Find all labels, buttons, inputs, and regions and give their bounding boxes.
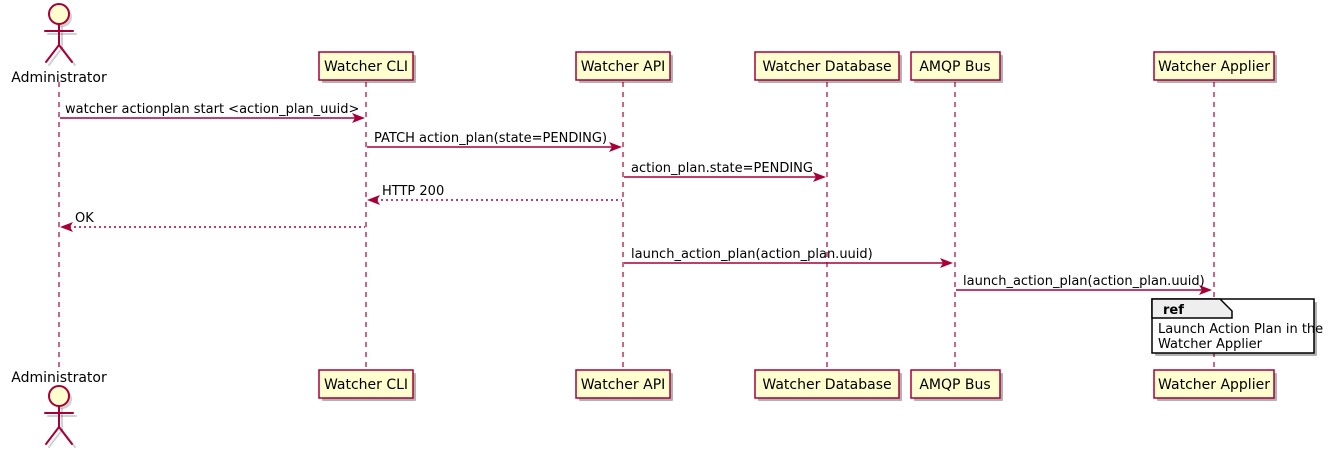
message-launch-action-plan-to-bus[interactable]: launch_action_plan(action_plan.uuid)	[624, 247, 953, 268]
message-action-plan-state-pending[interactable]: action_plan.state=PENDING	[624, 161, 826, 182]
participant-watcher-api-bottom[interactable]: Watcher API	[575, 369, 673, 401]
message-label-action-plan-state-pending: action_plan.state=PENDING	[631, 161, 813, 176]
participant-label-amqp-bus-top: AMQP Bus	[919, 59, 990, 75]
participant-label-watcher-applier-bottom: Watcher Applier	[1158, 377, 1270, 393]
participant-amqp-bus-top[interactable]: AMQP Bus	[910, 51, 1003, 83]
actor-label-administrator-bottom: Administrator	[11, 370, 107, 386]
participant-label-watcher-database-top: Watcher Database	[762, 59, 891, 75]
lifelines-group	[58, 82, 1215, 370]
message-label-http-200: HTTP 200	[382, 184, 444, 199]
participant-watcher-cli-bottom[interactable]: Watcher CLI	[318, 369, 416, 401]
message-label-watcher-actionplan-start: watcher actionplan start <action_plan_uu…	[65, 102, 359, 117]
participant-label-watcher-api-bottom: Watcher API	[581, 377, 666, 393]
participant-label-watcher-database-bottom: Watcher Database	[762, 377, 891, 393]
participant-watcher-api-top[interactable]: Watcher API	[575, 51, 673, 83]
actor-label-administrator-top: Administrator	[11, 70, 107, 86]
participant-label-watcher-api-top: Watcher API	[581, 59, 666, 75]
actor-administrator-top[interactable]: Administrator	[11, 3, 107, 86]
message-launch-action-plan-to-applier[interactable]: launch_action_plan(action_plan.uuid)	[956, 274, 1212, 295]
ref-tab-shape	[1151, 298, 1233, 319]
actor-leg-left-icon	[45, 44, 60, 63]
participant-label-watcher-cli-top: Watcher CLI	[324, 59, 408, 75]
participant-watcher-applier-bottom[interactable]: Watcher Applier	[1153, 369, 1277, 401]
message-label-ok: OK	[75, 211, 94, 226]
ref-body-line-2: Watcher Applier	[1158, 337, 1263, 352]
message-http-200[interactable]: HTTP 200	[367, 184, 622, 205]
actor-leg-right-icon-bottom	[58, 426, 73, 445]
participant-label-watcher-applier-top: Watcher Applier	[1158, 59, 1270, 75]
actor-leg-right-icon	[58, 44, 73, 63]
participant-label-amqp-bus-bottom: AMQP Bus	[919, 377, 990, 393]
participant-label-watcher-cli-bottom: Watcher CLI	[324, 377, 408, 393]
participant-watcher-database-bottom[interactable]: Watcher Database	[754, 369, 902, 401]
actor-leg-left-icon-bottom	[45, 426, 60, 445]
actor-head-icon-bottom	[48, 385, 70, 407]
message-patch-action-plan[interactable]: PATCH action_plan(state=PENDING)	[367, 131, 622, 152]
participant-watcher-applier-top[interactable]: Watcher Applier	[1153, 51, 1277, 83]
message-label-patch-action-plan: PATCH action_plan(state=PENDING)	[374, 131, 607, 146]
message-label-launch-action-plan-to-bus: launch_action_plan(action_plan.uuid)	[631, 247, 873, 262]
actor-head-icon	[48, 3, 70, 25]
participant-watcher-database-top[interactable]: Watcher Database	[754, 51, 902, 83]
participant-amqp-bus-bottom[interactable]: AMQP Bus	[910, 369, 1003, 401]
message-ok[interactable]: OK	[60, 211, 365, 232]
ref-tab-label: ref	[1163, 303, 1184, 318]
actor-administrator-bottom[interactable]: Administrator	[11, 370, 107, 448]
ref-fragment[interactable]: ref Launch Action Plan in the Watcher Ap…	[1151, 298, 1323, 356]
message-label-launch-action-plan-to-applier: launch_action_plan(action_plan.uuid)	[963, 274, 1205, 289]
ref-body-line-1: Launch Action Plan in the	[1158, 322, 1323, 337]
message-watcher-actionplan-start[interactable]: watcher actionplan start <action_plan_uu…	[60, 102, 365, 123]
participant-watcher-cli-top[interactable]: Watcher CLI	[318, 51, 416, 83]
